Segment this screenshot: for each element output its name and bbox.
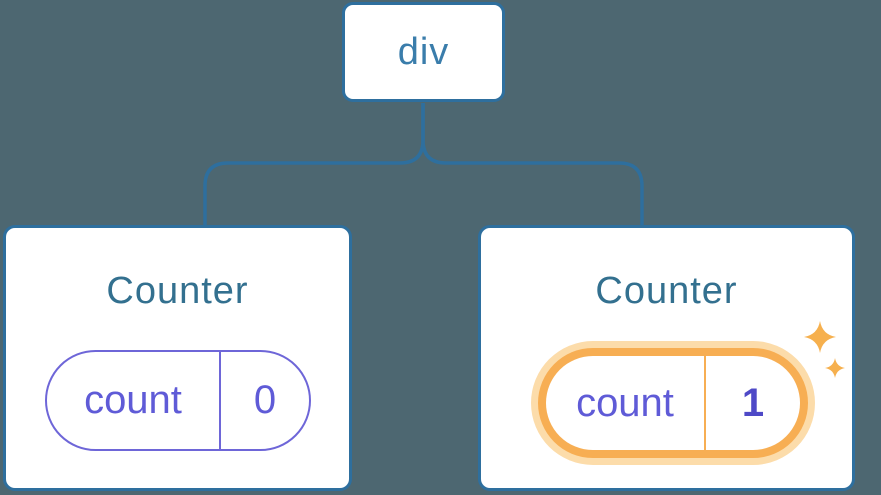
state-pill: count 0	[45, 350, 311, 451]
state-key: count	[47, 352, 221, 449]
state-value: 1	[741, 380, 765, 425]
component-name: Counter	[106, 270, 249, 312]
state-pill: count 1	[546, 356, 800, 450]
state-pill-highlighted: count 1	[531, 341, 815, 465]
root-node-div: div	[342, 2, 505, 102]
state-value: 0	[253, 378, 277, 422]
state-key: count	[546, 356, 706, 450]
state-pill-highlight-ring: count 1	[538, 348, 808, 458]
component-name: Counter	[595, 270, 738, 312]
root-node-label: div	[397, 30, 450, 73]
counter-node-left: Counter count 0	[3, 225, 352, 491]
counter-node-right: Counter count 1	[478, 225, 855, 491]
